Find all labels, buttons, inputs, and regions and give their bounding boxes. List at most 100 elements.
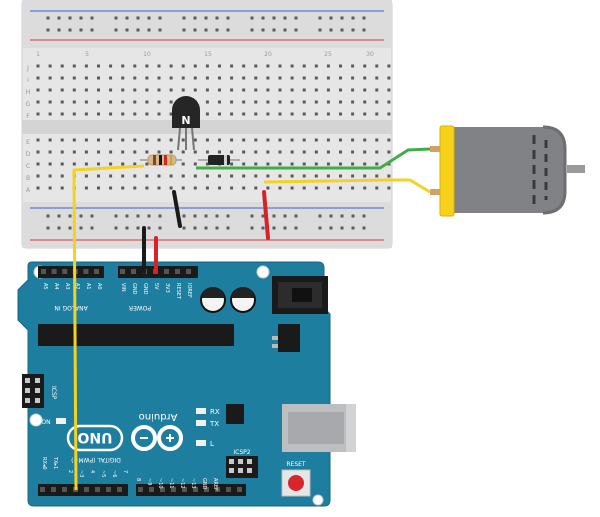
row-letter: E — [26, 139, 30, 146]
breadboard-hole — [363, 186, 367, 190]
rail-hole — [79, 226, 83, 230]
breadboard-hole — [48, 76, 52, 80]
breadboard-hole — [242, 162, 246, 166]
rail-hole — [136, 28, 140, 32]
breadboard-hole — [290, 138, 294, 142]
column-number: 1 — [36, 51, 40, 58]
pin-label: A2 — [74, 283, 80, 290]
breadboard-hole — [266, 138, 270, 142]
header-socket — [95, 487, 100, 492]
motor-terminal-bottom — [430, 189, 440, 195]
rail-hole — [283, 28, 287, 32]
breadboard-hole — [351, 186, 355, 190]
breadboard-hole — [181, 150, 185, 154]
rail-hole — [182, 214, 186, 218]
pin-label: ~10 — [157, 478, 163, 489]
breadboard-hole — [60, 162, 64, 166]
breadboard-hole — [193, 64, 197, 68]
rail-hole — [261, 214, 265, 218]
breadboard-hole — [326, 112, 330, 116]
rail-hole — [340, 16, 344, 20]
row-letter: J — [26, 65, 29, 72]
header-socket — [237, 487, 242, 492]
header-socket — [84, 487, 89, 492]
red-wire-rail — [262, 190, 270, 240]
arduino-infinity-logo — [131, 425, 183, 451]
arduino-uno-board: A5 A4 A3 A2 A1 A0 ANALOG IN VIN GND GND … — [17, 261, 356, 507]
rail-hole — [272, 226, 276, 230]
breadboard-hole — [218, 186, 221, 190]
breadboard-hole — [326, 162, 330, 166]
breadboard-hole — [218, 100, 221, 104]
breadboard-hole — [145, 112, 149, 116]
breadboard-hole — [339, 186, 342, 190]
rail-hole — [147, 28, 151, 32]
breadboard-hole — [387, 100, 391, 104]
breadboard-hole — [84, 64, 88, 68]
header-socket — [51, 269, 57, 274]
rail-hole — [215, 226, 219, 230]
header-socket — [41, 269, 46, 274]
rail-hole — [272, 28, 276, 32]
breadboard-hole — [97, 112, 100, 116]
breadboard-hole — [145, 76, 149, 80]
breadboard-hole — [326, 150, 330, 154]
breadboard-hole — [205, 100, 209, 104]
breadboard-hole — [48, 138, 52, 142]
breadboard-hole — [109, 186, 113, 190]
rail-hole — [136, 214, 140, 218]
breadboard-hole — [133, 162, 137, 166]
breadboard-hole — [254, 112, 258, 116]
breadboard-hole — [278, 162, 282, 166]
capacitor — [200, 287, 226, 313]
breadboard-hole — [121, 150, 125, 154]
icsp2-header — [226, 456, 258, 478]
reset-button[interactable] — [281, 469, 311, 497]
breadboard-hole — [375, 64, 379, 68]
icsp-pin — [238, 468, 243, 473]
icsp-pin — [238, 459, 243, 464]
rail-hole — [272, 16, 276, 20]
breadboard-hole — [326, 174, 330, 178]
pin-label: A1 — [85, 283, 91, 290]
diode — [198, 155, 240, 165]
rail-hole — [79, 214, 83, 218]
breadboard-hole — [145, 138, 149, 142]
breadboard-hole — [290, 100, 294, 104]
rail-hole — [294, 28, 298, 32]
breadboard-hole — [169, 138, 173, 142]
on-led-label: ON — [41, 419, 50, 426]
breadboard-hole — [266, 162, 270, 166]
breadboard-hole — [60, 186, 64, 190]
breadboard-hole — [278, 100, 282, 104]
uno-logo: UNO — [66, 424, 124, 452]
breadboard-hole — [375, 88, 379, 92]
breadboard-hole — [60, 174, 64, 178]
breadboard-hole — [278, 174, 282, 178]
rail-hole — [68, 226, 72, 230]
rail-hole — [226, 214, 230, 218]
breadboard-hole — [133, 64, 137, 68]
breadboard-hole — [242, 76, 246, 80]
breadboard-hole — [339, 100, 342, 104]
rail-hole — [125, 16, 129, 20]
breadboard-hole — [339, 138, 342, 142]
breadboard-hole — [375, 162, 379, 166]
breadboard-hole — [157, 100, 161, 104]
breadboard-hole — [314, 100, 318, 104]
transistor-body — [172, 96, 200, 128]
rx-led — [196, 408, 206, 414]
breadboard-hole — [302, 186, 306, 190]
breadboard-hole — [181, 76, 185, 80]
breadboard-hole — [193, 138, 197, 142]
rail-hole — [125, 214, 129, 218]
breadboard-hole — [48, 174, 52, 178]
rail-hole — [204, 16, 208, 20]
header-socket — [117, 487, 122, 492]
breadboard-hole — [230, 100, 234, 104]
rail-hole — [261, 28, 265, 32]
rail-hole — [114, 226, 118, 230]
rail-hole — [114, 16, 118, 20]
breadboard-hole — [302, 64, 306, 68]
rail-hole — [90, 16, 94, 20]
